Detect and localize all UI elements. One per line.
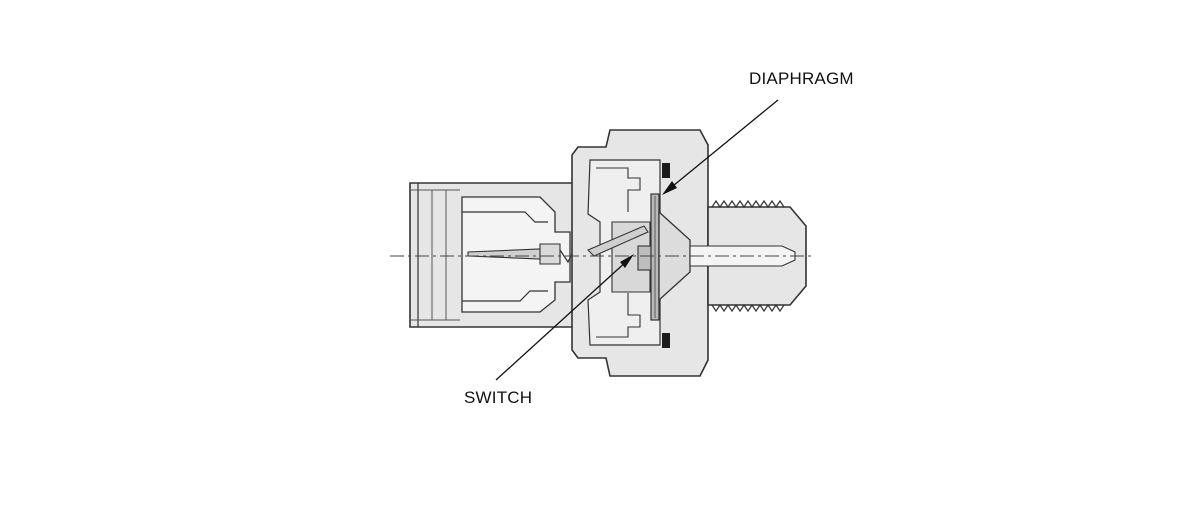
diaphragm-leader xyxy=(662,99,779,195)
seal-rings xyxy=(662,163,670,348)
switch-leader xyxy=(495,254,634,381)
switch-label: SWITCH xyxy=(464,388,533,407)
diaphragm xyxy=(650,193,660,321)
pressure-port xyxy=(658,199,807,313)
diaphragm-label: DIAPHRAGM xyxy=(749,69,854,88)
